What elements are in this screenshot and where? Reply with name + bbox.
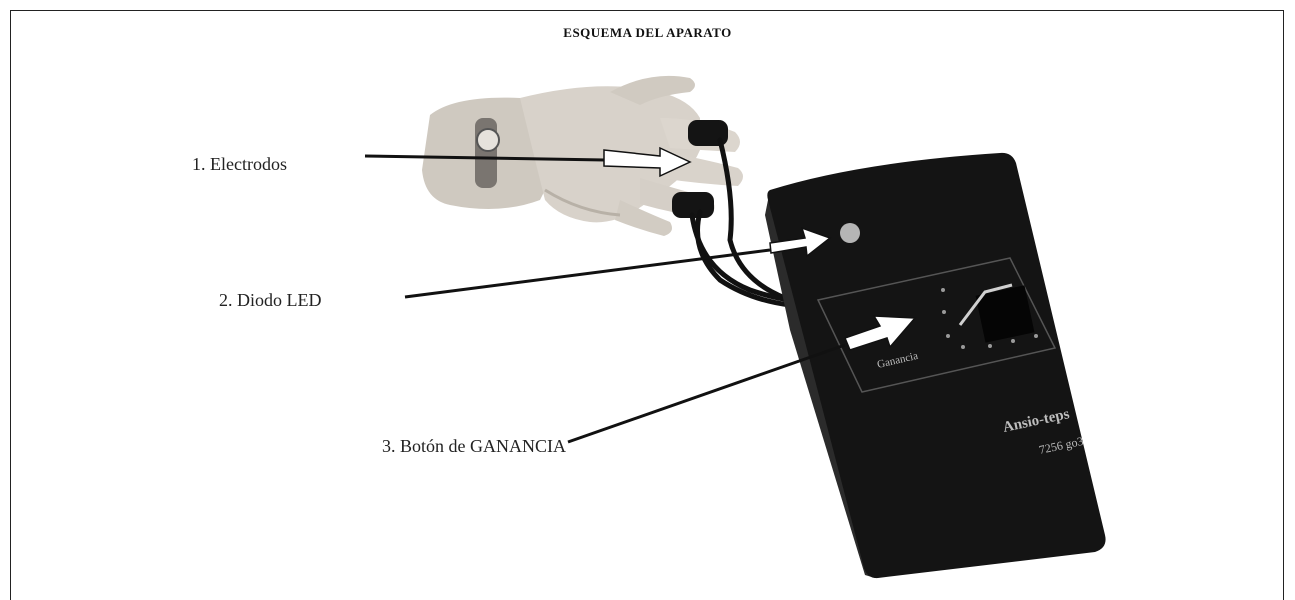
leader-line-electrodes bbox=[364, 154, 606, 162]
device: Ganancia Ansio-teps 7256 go3 bbox=[765, 152, 1106, 579]
label-gain-button: 3. Botón de GANANCIA bbox=[382, 436, 566, 456]
leader-line-led bbox=[404, 248, 771, 299]
figure-title: ESQUEMA DEL APARATO bbox=[563, 25, 732, 40]
label-electrodes: 1. Electrodos bbox=[192, 154, 287, 174]
electrode-clip-bottom bbox=[672, 192, 714, 218]
arrows bbox=[603, 146, 917, 351]
arrow-gain-icon bbox=[844, 315, 917, 351]
gain-knob bbox=[975, 285, 1035, 343]
electrode-cables bbox=[689, 137, 793, 308]
leader-line-gain bbox=[567, 343, 846, 444]
led-diode bbox=[840, 223, 860, 243]
arrow-electrodes-icon bbox=[603, 146, 692, 178]
leader-lines bbox=[364, 154, 846, 444]
label-led: 2. Diodo LED bbox=[219, 290, 322, 310]
arrow-led-icon bbox=[769, 226, 832, 258]
hand bbox=[422, 75, 743, 236]
gain-panel bbox=[816, 257, 1057, 393]
